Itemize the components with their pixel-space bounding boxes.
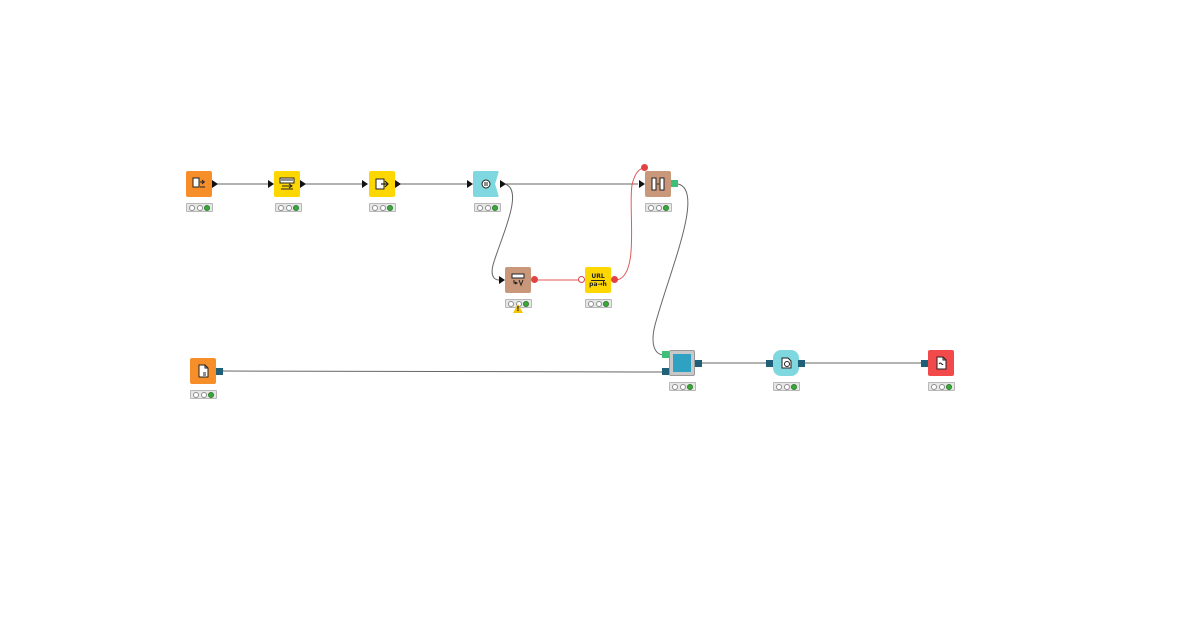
table-to-variable-icon <box>511 273 525 287</box>
input-port[interactable] <box>639 180 645 188</box>
node-url-to-path[interactable]: URL pa→h <box>585 267 611 293</box>
status-light <box>278 204 284 211</box>
node-status <box>275 203 302 212</box>
status-light <box>189 204 195 211</box>
node-xpath[interactable] <box>274 171 300 197</box>
status-light <box>595 300 602 307</box>
status-light <box>679 383 686 390</box>
status-light-green <box>387 204 393 211</box>
status-light-green <box>946 383 952 390</box>
node-status <box>669 382 696 391</box>
status-light-green <box>603 300 609 307</box>
node-model[interactable] <box>773 350 799 376</box>
status-light <box>484 204 491 211</box>
status-light-green <box>791 383 797 390</box>
status-light-green <box>293 204 299 211</box>
export-arrow-icon <box>375 178 389 190</box>
node-column-merge[interactable] <box>645 171 671 197</box>
data-input-port[interactable] <box>662 368 669 375</box>
variable-output-port[interactable] <box>531 276 538 283</box>
status-light <box>379 204 386 211</box>
status-light <box>477 204 483 211</box>
connection-n4-n5[interactable] <box>491 183 514 281</box>
loop-start-icon <box>481 179 491 189</box>
status-light <box>783 383 790 390</box>
data-output-port[interactable] <box>695 360 702 367</box>
status-light <box>372 204 378 211</box>
node-status <box>474 203 501 212</box>
node-export[interactable] <box>369 171 395 197</box>
metanode-icon <box>673 354 691 372</box>
flow-input-port[interactable] <box>662 351 669 358</box>
output-port[interactable] <box>395 180 401 188</box>
node-status <box>505 299 532 308</box>
status-light <box>672 383 678 390</box>
file-reader-icon <box>192 177 205 188</box>
node-pdf-writer[interactable] <box>928 350 954 376</box>
variable-input-port[interactable] <box>641 164 648 171</box>
status-light-green <box>208 391 214 398</box>
node-status <box>186 203 213 212</box>
output-port[interactable] <box>300 180 306 188</box>
warning-mark: ! <box>516 305 520 313</box>
status-light <box>776 383 782 390</box>
connection-n7-n9[interactable] <box>652 183 689 356</box>
xpath-transform-icon <box>279 177 295 190</box>
connection-n8-n9[interactable] <box>222 370 663 373</box>
column-merge-icon <box>651 177 665 191</box>
status-light-green <box>492 204 498 211</box>
url-icon-text-top: URL <box>591 272 605 281</box>
connection-n6-n7[interactable] <box>616 167 646 281</box>
output-port[interactable] <box>212 180 218 188</box>
status-light <box>938 383 945 390</box>
node-metanode[interactable] <box>669 350 695 376</box>
status-light <box>931 383 937 390</box>
status-light-green <box>204 204 210 211</box>
status-light <box>648 204 654 211</box>
input-port[interactable] <box>467 180 473 188</box>
flow-output-port[interactable] <box>671 180 678 187</box>
url-icon-text-bottom: pa→h <box>589 280 607 288</box>
status-light <box>588 300 594 307</box>
variable-input-port[interactable] <box>578 276 585 283</box>
status-light-green <box>687 383 693 390</box>
node-file-reader-2[interactable] <box>190 358 216 384</box>
node-status <box>190 390 217 399</box>
status-light <box>508 300 514 307</box>
pdf-writer-icon <box>936 356 947 370</box>
input-port[interactable] <box>268 180 274 188</box>
data-output-port[interactable] <box>798 360 805 367</box>
node-status <box>645 203 672 212</box>
node-table-to-variable[interactable] <box>505 267 531 293</box>
status-light-green <box>663 204 669 211</box>
status-light <box>200 391 207 398</box>
url-to-path-icon: URL pa→h <box>589 273 607 288</box>
node-status <box>369 203 396 212</box>
input-port[interactable] <box>362 180 368 188</box>
status-light <box>285 204 292 211</box>
input-port[interactable] <box>499 276 505 284</box>
node-loop-start[interactable] <box>473 171 499 197</box>
data-input-port[interactable] <box>921 360 928 367</box>
variable-output-port[interactable] <box>611 276 618 283</box>
data-input-port[interactable] <box>766 360 773 367</box>
file-reader-icon <box>198 364 209 378</box>
status-light <box>193 391 199 398</box>
status-light <box>196 204 203 211</box>
node-status <box>585 299 612 308</box>
model-icon <box>781 357 792 369</box>
warning-icon[interactable] <box>513 304 523 313</box>
data-output-port[interactable] <box>216 368 223 375</box>
status-light-green <box>523 300 529 307</box>
output-port[interactable] <box>500 180 506 188</box>
node-status <box>773 382 800 391</box>
node-status <box>928 382 955 391</box>
node-file-reader[interactable] <box>186 171 212 197</box>
status-light <box>655 204 662 211</box>
